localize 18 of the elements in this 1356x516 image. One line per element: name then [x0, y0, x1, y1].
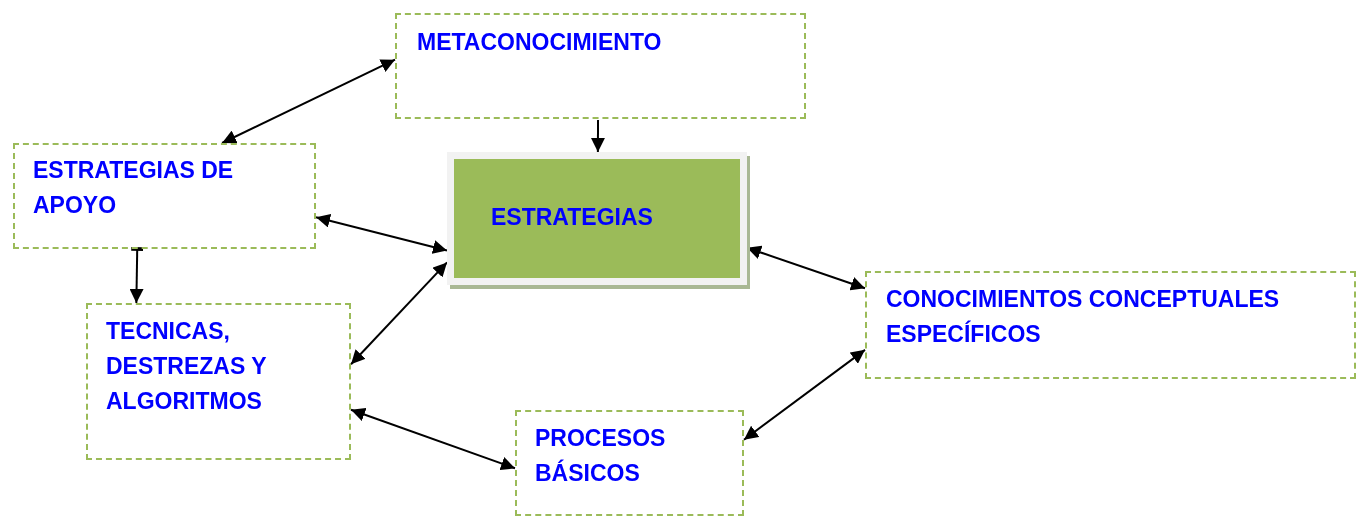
arrow	[590, 119, 605, 153]
concept-box	[13, 143, 316, 249]
arrow	[350, 407, 516, 471]
concept-label: ESTRATEGIAS	[491, 203, 654, 232]
arrow	[129, 247, 146, 304]
concept-label: ESTRATEGIAS DE APOYO	[33, 156, 235, 220]
concept-label: METACONOCIMIENTO	[417, 28, 663, 57]
concept-label: PROCESOS BÁSICOS	[535, 424, 667, 488]
concept-box	[865, 271, 1356, 379]
concept-box	[515, 410, 744, 516]
concept-box	[86, 303, 351, 460]
arrow	[743, 348, 866, 441]
arrow	[315, 213, 448, 254]
arrow	[221, 58, 396, 144]
concept-label: CONOCIMIENTOS CONCEPTUALES ESPECÍFICOS	[886, 285, 1281, 349]
arrow	[350, 261, 448, 366]
concept-box	[395, 13, 806, 119]
concept-label: TECNICAS, DESTREZAS Y ALGORITMOS	[106, 317, 268, 416]
